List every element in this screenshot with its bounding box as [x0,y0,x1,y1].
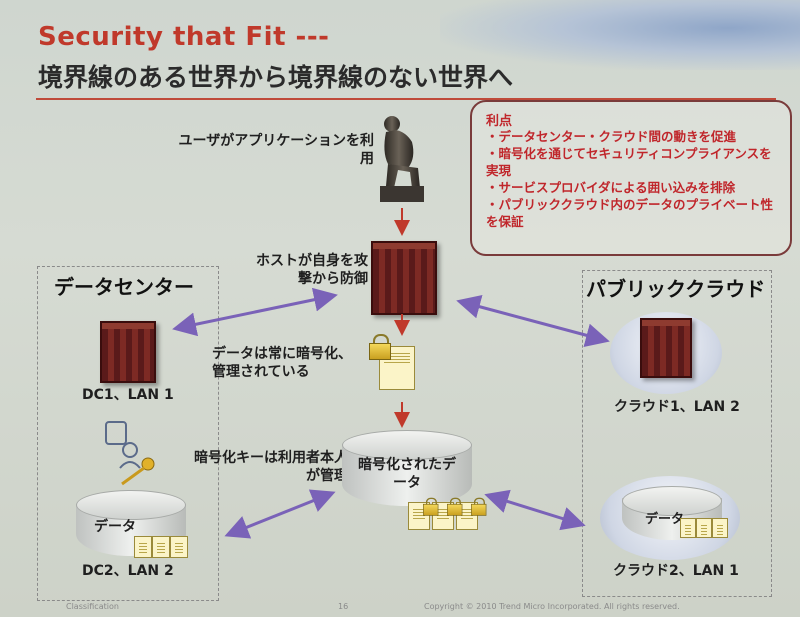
footer-classification: Classification [66,602,119,611]
footer-copyright: Copyright © 2010 Trend Micro Incorporate… [424,602,680,611]
arrow-purple [178,296,332,328]
arrow-purple [230,494,330,534]
arrow-purple [462,302,604,340]
arrow-purple [490,496,580,524]
footer-page-number: 16 [338,602,348,611]
